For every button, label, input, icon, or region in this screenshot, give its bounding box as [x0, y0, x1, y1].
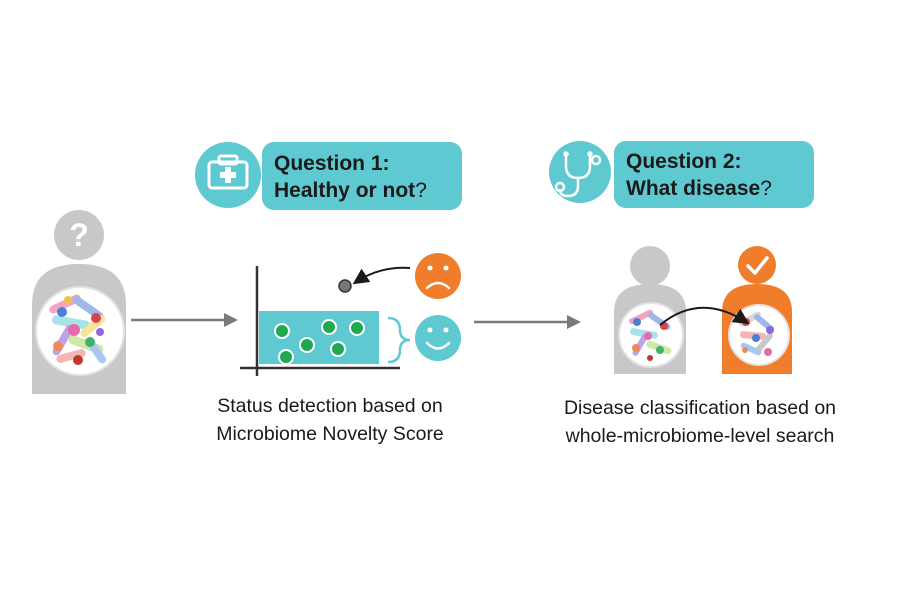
stethoscope-icon	[554, 151, 602, 198]
happy-face-icon	[415, 315, 461, 361]
unknown-person	[32, 210, 126, 394]
question1-body: Healthy or not	[274, 179, 416, 202]
flow-arrow-2	[474, 315, 581, 329]
sad-face-icon	[415, 253, 461, 299]
question2-title: Question 2:	[626, 150, 742, 173]
matched-person-head	[738, 246, 776, 284]
unknown-person-head	[54, 210, 104, 260]
question1-title: Question 1:	[274, 152, 390, 175]
question1-box	[262, 142, 462, 210]
status-detection-caption: Status detection based on Microbiome Nov…	[180, 392, 480, 448]
unknown-badge-symbol: ?	[69, 217, 89, 253]
healthy-brace	[387, 316, 411, 364]
question2-icon-badge	[549, 141, 611, 203]
microbiome-sample-icon	[49, 294, 107, 365]
healthy-sample-points	[274, 319, 365, 365]
search-match-arrow	[659, 306, 750, 326]
query-person	[614, 246, 686, 374]
question1-text: Question 1: Healthy or not?	[274, 150, 427, 204]
query-person-head	[630, 246, 670, 286]
question2-box	[614, 141, 814, 208]
question1-body-line: Healthy or not?	[274, 177, 427, 204]
question2-body: What disease	[626, 177, 761, 200]
question1-callout	[195, 142, 462, 210]
question2-callout	[549, 141, 814, 208]
checkmark-icon	[746, 256, 769, 275]
novel-sample-point	[338, 279, 352, 293]
disease-classification-caption: Disease classification based on whole-mi…	[525, 394, 875, 450]
status-caption-line1: Status detection based on	[217, 395, 443, 417]
question1-qmark: ?	[415, 179, 427, 202]
question2-body-line: What disease?	[626, 175, 772, 202]
novelty-arrow	[352, 266, 411, 285]
question2-qmark: ?	[760, 177, 772, 200]
disease-caption-line1: Disease classification based on	[563, 397, 837, 419]
query-microbiome-icon	[628, 309, 672, 361]
status-caption-line2: Microbiome Novelty Score	[216, 423, 444, 445]
question2-text: Question 2: What disease?	[626, 148, 772, 202]
flow-arrow-1	[131, 313, 238, 327]
novelty-score-plot	[240, 266, 411, 376]
matched-disease-person	[722, 246, 792, 374]
healthy-region	[259, 311, 379, 364]
disease-caption-line2: whole-microbiome-level search	[565, 425, 835, 447]
medical-kit-icon	[207, 154, 249, 190]
matched-microbiome-icon	[739, 311, 774, 356]
